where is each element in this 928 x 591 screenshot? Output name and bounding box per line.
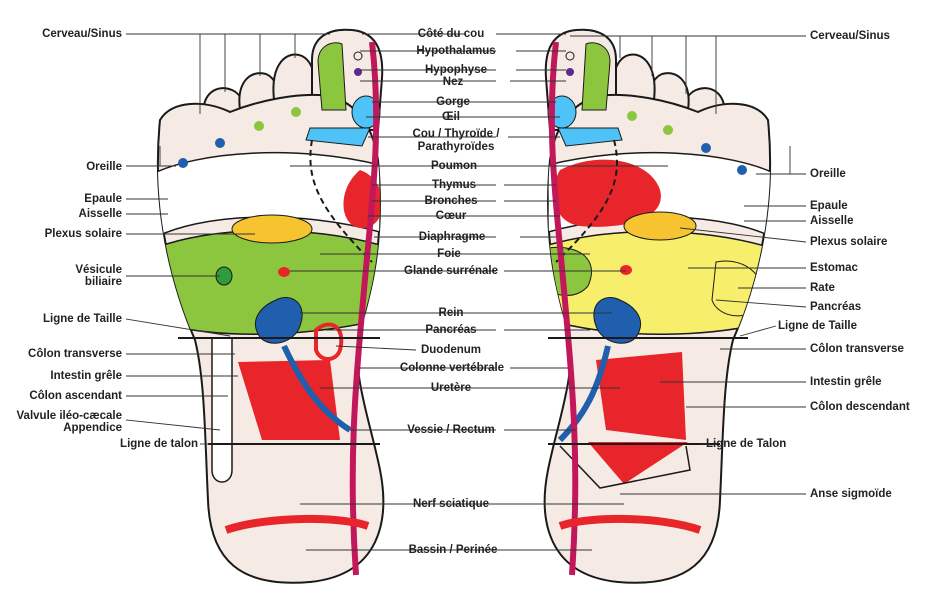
label-right-aisselle: Aisselle <box>810 215 854 227</box>
label-nez: Nez <box>442 76 464 88</box>
label-rein: Rein <box>438 307 464 319</box>
right-spine <box>548 41 579 576</box>
label-right-rate: Rate <box>810 282 835 294</box>
label-bronches: Bronches <box>424 195 478 207</box>
label-right-colon-descendant: Côlon descendant <box>810 401 910 413</box>
label-right-intestin-grele: Intestin grêle <box>810 376 882 388</box>
label-cote-du-cou: Côté du cou <box>417 28 485 40</box>
label-bassin-perinee: Bassin / Perinée <box>408 544 498 556</box>
label-duodenum: Duodenum <box>420 344 482 356</box>
label-right-plexus-solaire: Plexus solaire <box>810 236 888 248</box>
label-gorge: Gorge <box>436 96 470 108</box>
label-diaphragme: Diaphragme <box>418 231 486 243</box>
leader-lines <box>125 33 807 551</box>
label-left-colon-transverse: Côlon transverse <box>28 348 122 360</box>
label-parathyroides: Parathyroïdes <box>417 141 495 153</box>
label-left-ligne-de-talon: Ligne de talon <box>120 438 198 450</box>
label-thymus: Thymus <box>431 179 477 191</box>
right-foot <box>543 28 772 584</box>
label-poumon: Poumon <box>431 160 477 172</box>
label-hypothalamus: Hypothalamus <box>416 45 496 57</box>
label-left-plexus-solaire: Plexus solaire <box>44 228 122 240</box>
label-left-valvule: Valvule iléo-cæcale <box>16 410 122 422</box>
label-left-biliaire: biliaire <box>84 276 122 288</box>
label-right-ligne-de-talon: Ligne de Talon <box>706 438 787 450</box>
label-left-epaule: Epaule <box>84 193 122 205</box>
left-foot <box>156 28 385 584</box>
label-foie: Foie <box>437 248 461 260</box>
label-right-colon-transverse: Côlon transverse <box>810 343 904 355</box>
label-right-estomac: Estomac <box>810 262 858 274</box>
label-oeil: Œil <box>442 111 460 123</box>
label-left-aisselle: Aisselle <box>78 208 122 220</box>
label-pancreas-center: Pancréas <box>425 324 477 336</box>
label-right-cerveau-sinus: Cerveau/Sinus <box>810 30 890 42</box>
label-vessie-rectum: Vessie / Rectum <box>407 424 495 436</box>
label-right-anse-sigmoide: Anse sigmoïde <box>810 488 892 500</box>
label-nerf-sciatique: Nerf sciatique <box>412 498 490 510</box>
label-left-oreille: Oreille <box>86 161 122 173</box>
label-left-vesicule: Vésicule <box>75 264 122 276</box>
label-left-ligne-de-taille: Ligne de Taille <box>42 313 122 325</box>
label-colonne-vertebrale: Colonne vertébrale <box>399 362 505 374</box>
label-glande-surrenale: Glande surrénale <box>404 265 498 277</box>
label-left-cerveau-sinus: Cerveau/Sinus <box>42 28 122 40</box>
label-cou-thyroide: Cou / Thyroïde / <box>412 128 500 140</box>
label-uretere: Uretère <box>430 382 472 394</box>
label-left-intestin-grele: Intestin grêle <box>50 370 122 382</box>
left-spine <box>349 41 380 576</box>
label-left-colon-ascendant: Côlon ascendant <box>29 390 122 402</box>
label-right-pancreas: Pancréas <box>810 301 862 313</box>
label-left-appendice: Appendice <box>63 422 122 434</box>
label-right-epaule: Epaule <box>810 200 848 212</box>
label-right-oreille: Oreille <box>810 168 846 180</box>
label-right-ligne-de-taille: Ligne de Taille <box>778 320 858 332</box>
label-hypophyse: Hypophyse <box>425 64 487 76</box>
label-coeur: Cœur <box>435 210 467 222</box>
